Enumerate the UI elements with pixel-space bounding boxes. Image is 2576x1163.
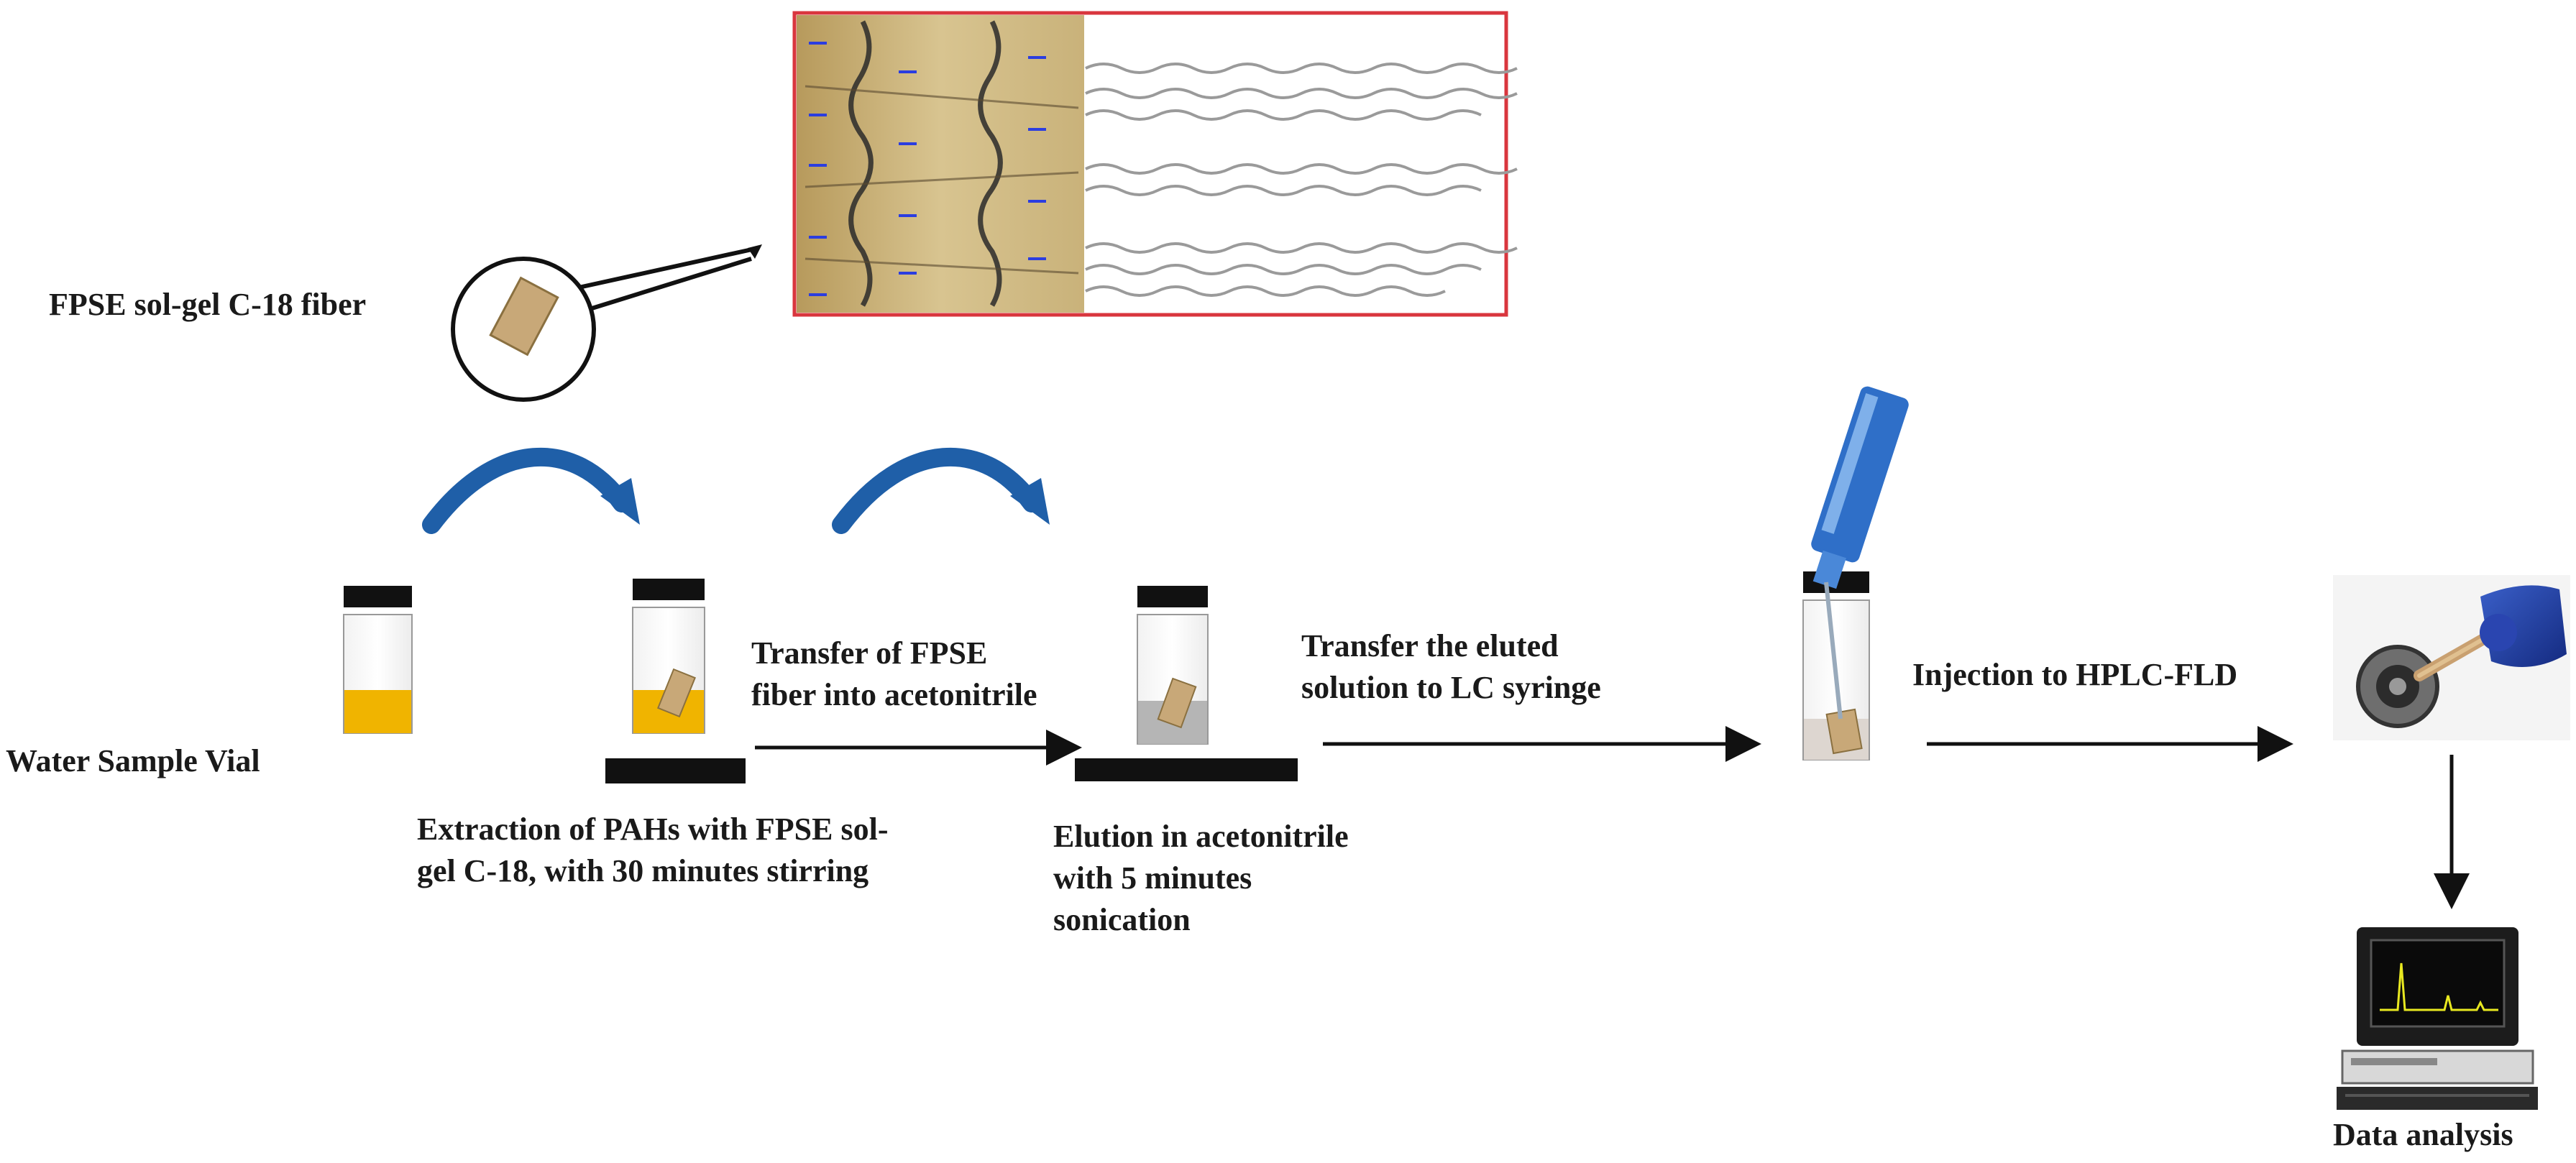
curved-arrow-1	[422, 447, 640, 534]
label-extraction: Extraction of PAHs with FPSE sol- gel C-…	[417, 812, 889, 888]
stir-plate-icon	[605, 758, 746, 783]
elution-vial	[1075, 586, 1298, 781]
zoom-inset	[792, 11, 1518, 317]
computer-icon	[2337, 927, 2538, 1110]
label-transfer-fiber: Transfer of FPSE fiber into acetonitrile	[751, 635, 1037, 712]
curved-arrow-2	[832, 447, 1050, 534]
label-injection: Injection to HPLC-FLD	[1912, 657, 2238, 692]
syringe-vial	[1802, 386, 1909, 760]
label-water-sample-vial: Water Sample Vial	[6, 743, 260, 778]
label-transfer-eluted: Transfer the eluted solution to LC syrin…	[1301, 628, 1601, 705]
hplc-injection-photo	[2333, 575, 2570, 740]
label-data-analysis: Data analysis	[2333, 1117, 2513, 1152]
label-elution: Elution in acetonitrile with 5 minutes s…	[1053, 819, 1349, 937]
syringe-icon	[1811, 386, 1909, 720]
water-sample-vial	[343, 586, 413, 734]
label-fiber: FPSE sol-gel C-18 fiber	[49, 287, 367, 322]
extraction-vial	[605, 579, 746, 783]
sonicator-plate-icon	[1075, 758, 1298, 781]
magnifier-icon	[451, 244, 762, 402]
